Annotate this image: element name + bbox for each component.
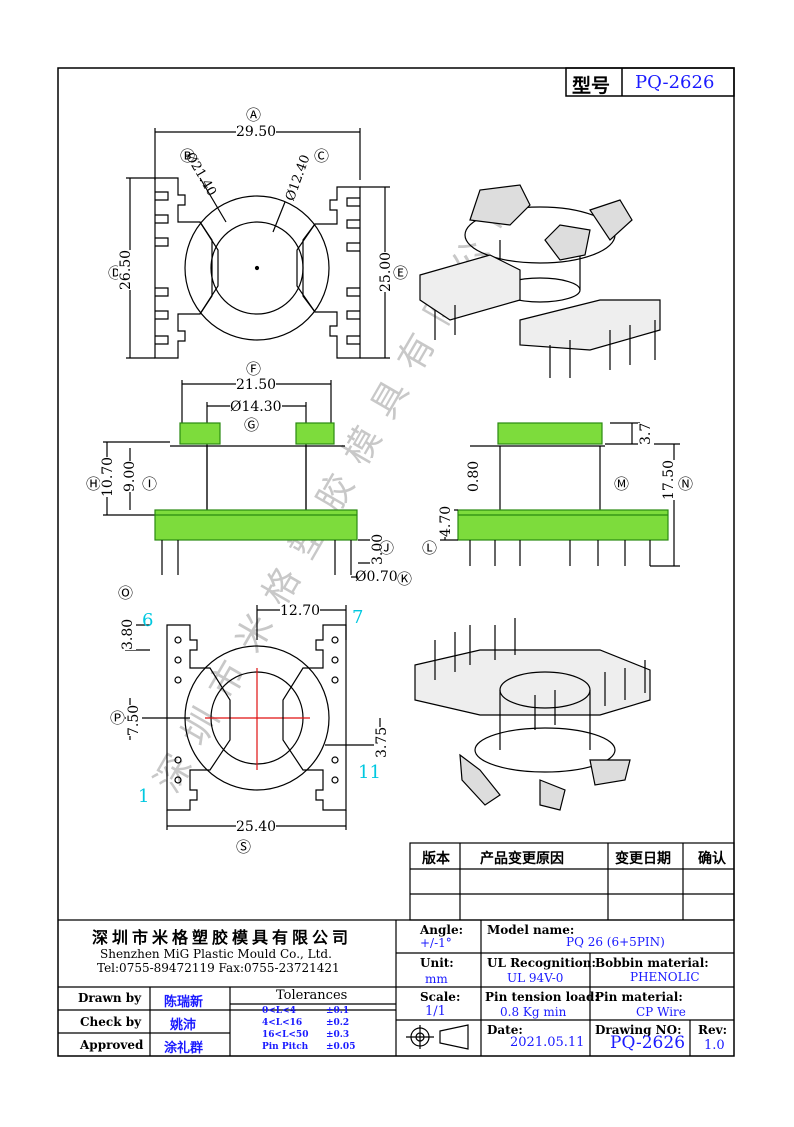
pin-material-label: Pin material: [595, 990, 683, 1004]
dim-17-50: 17.50 [661, 459, 677, 500]
tol-value-1: ±0.1 [326, 1006, 350, 1016]
rev-header-confirm: 确认 [698, 851, 726, 867]
dim-0-70: Ø0.70 [355, 569, 398, 585]
pin-label-7: 7 [352, 607, 364, 628]
ul-label: UL Recognition: [487, 956, 596, 970]
model-box [565, 67, 735, 97]
dim-label-h: Ⓗ [86, 475, 102, 493]
date-label: Date: [487, 1023, 523, 1037]
dim-label-m: Ⓜ [614, 475, 630, 493]
tol-range-4: Pin Pitch [262, 1042, 309, 1052]
pin-label-1: 1 [138, 786, 150, 807]
approved-name: 涂礼群 [164, 1041, 204, 1056]
unit-value: mm [425, 972, 448, 986]
pin-label-11: 11 [358, 762, 381, 783]
dim-12-70: 12.70 [280, 603, 321, 619]
dim-7-50: 7.50 [126, 704, 142, 736]
rev-header-reason: 产品变更原因 [480, 851, 564, 867]
title-block [58, 919, 734, 1056]
drawn-by-label: Drawn by [78, 991, 142, 1005]
tol-range-3: 16<L<50 [262, 1030, 309, 1040]
dim-3-80: 3.80 [120, 618, 136, 650]
rev-header-date: 变更日期 [615, 851, 671, 867]
dim-label-f: Ⓕ [246, 360, 262, 378]
dim-label-a: Ⓐ [246, 106, 262, 124]
pin-material-value: CP Wire [636, 1005, 686, 1019]
iso-view-top [419, 184, 661, 378]
rev-label: Rev: [698, 1023, 728, 1037]
date-value: 2021.05.11 [510, 1035, 585, 1050]
top-view [126, 128, 390, 359]
angle-label: Angle: [420, 923, 464, 937]
drawing-no-value: PQ-2626 [610, 1033, 686, 1053]
bobbin-label: Bobbin material: [595, 956, 709, 970]
tol-range-1: 0<L<4 [262, 1006, 296, 1016]
dim-3-75: 3.75 [374, 726, 390, 758]
side-view [440, 422, 680, 567]
dim-14-30: Ø14.30 [230, 399, 282, 415]
tol-value-3: ±0.3 [326, 1030, 350, 1040]
tol-value-4: ±0.05 [326, 1042, 356, 1052]
dim-label-l: Ⓛ [422, 539, 438, 557]
scale-value: 1/1 [425, 1004, 446, 1019]
dim-label-c: Ⓒ [314, 147, 330, 165]
dim-4-70: 4.70 [438, 505, 454, 537]
dim-label-n: Ⓝ [678, 475, 694, 493]
rev-value: 1.0 [704, 1038, 725, 1053]
company-contact: Tel:0755-89472119 Fax:0755-23721421 [97, 961, 340, 975]
model-name-value: PQ 26 (6+5PIN) [566, 935, 665, 949]
dim-label-o: Ⓞ [118, 584, 134, 602]
dim-label-s: Ⓢ [236, 838, 252, 856]
dim-label-k: Ⓚ [397, 570, 413, 588]
dim-3-7: 3.7 [638, 422, 654, 445]
sheet-border [57, 67, 735, 1057]
tension-value: 0.8 Kg min [500, 1005, 567, 1019]
check-by-name: 姚沛 [170, 1018, 197, 1033]
tension-label: Pin tension load: [485, 990, 599, 1004]
angle-value: +/-1° [420, 936, 452, 950]
dim-26-50: 26.50 [118, 249, 134, 290]
dim-25-40: 25.40 [236, 819, 277, 835]
tol-range-2: 4<L<16 [262, 1018, 303, 1028]
dim-label-j: Ⓙ [379, 539, 395, 557]
scale-label: Scale: [420, 990, 461, 1004]
model-box-label: 型号 [572, 75, 611, 97]
dim-21-50: 21.50 [236, 377, 277, 393]
rev-header-version: 版本 [422, 851, 450, 867]
tol-value-2: ±0.2 [326, 1018, 350, 1028]
ul-value: UL 94V-0 [507, 971, 564, 985]
dim-9-00: 9.00 [122, 460, 138, 492]
pin-label-6: 6 [142, 610, 154, 631]
check-by-label: Check by [80, 1015, 142, 1029]
bobbin-value: PHENOLIC [630, 970, 700, 984]
dim-29-50: 29.50 [236, 124, 277, 140]
dim-label-p: Ⓟ [110, 709, 126, 727]
revision-table [409, 842, 735, 921]
model-box-value: PQ-2626 [635, 72, 715, 93]
unit-label: Unit: [420, 956, 454, 970]
dim-10-70: 10.70 [100, 456, 116, 497]
dim-label-e: Ⓔ [393, 264, 409, 282]
dim-0-80: 0.80 [466, 460, 482, 492]
dim-label-b: Ⓑ [180, 147, 196, 165]
iso-view-bottom [414, 618, 651, 811]
model-name-label: Model name: [487, 923, 575, 937]
tolerances-label: Tolerances [276, 988, 348, 1003]
company-name-en: Shenzhen MiG Plastic Mould Co., Ltd. [100, 947, 332, 961]
dim-label-g: Ⓖ [244, 416, 260, 434]
company-name-cn: 深圳市米格塑胶模具有限公司 [92, 928, 353, 947]
dim-label-i: Ⓘ [142, 475, 158, 493]
drawn-by-name: 陈瑞新 [164, 995, 204, 1010]
drawing-no-label: Drawing NO: [595, 1023, 682, 1037]
approved-label: Approved [80, 1038, 144, 1052]
dim-25-00: 25.00 [378, 251, 394, 292]
